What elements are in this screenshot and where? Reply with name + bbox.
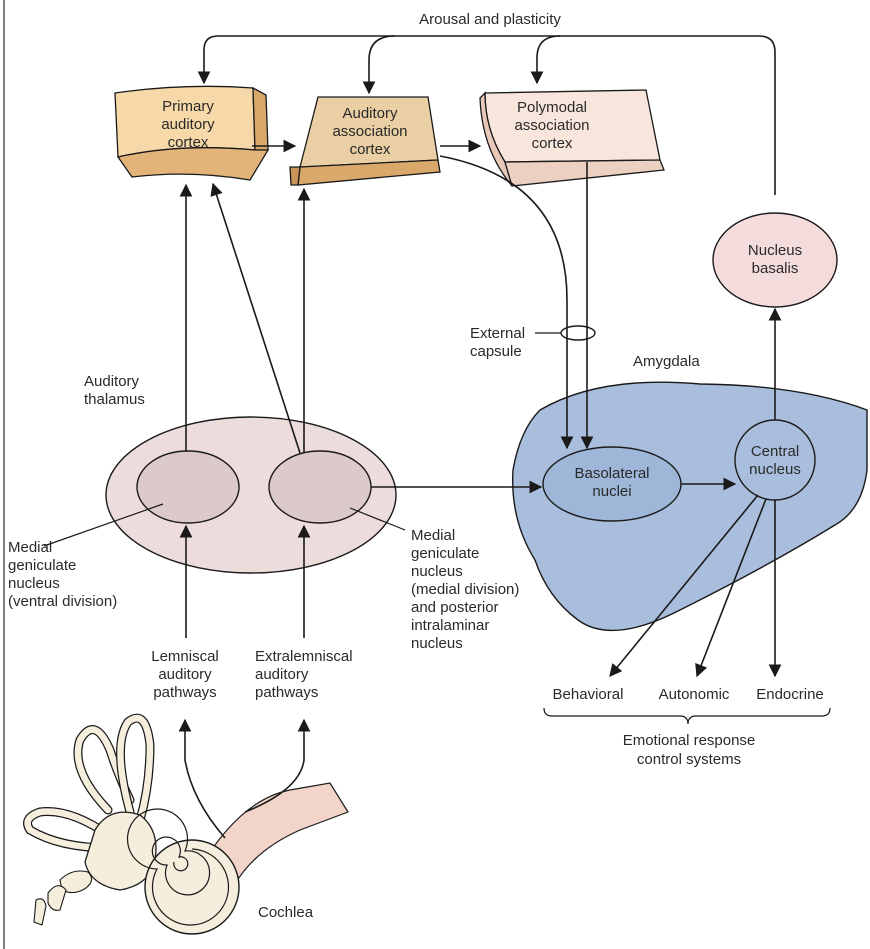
emotional-response-label: Emotional response [623,732,756,749]
auditory-association-cortex: Auditory association cortex [289,96,441,186]
mgn-medial-label-3: nucleus [411,563,463,580]
mgn-ventral-label-4: (ventral division) [8,593,117,610]
external-capsule-marker [560,325,596,341]
svg-text:cortex: cortex [350,141,391,158]
lemniscal-label: Lemniscal [151,648,219,665]
extralemniscal-label-2: auditory [255,666,309,683]
cochlea-to-extralemniscal-arrow [244,718,311,813]
external-capsule-label: External [470,325,525,342]
nucleus-basalis [712,212,838,308]
central-nucleus-label: Central [751,443,799,460]
arousal-label: Arousal and plasticity [419,11,561,28]
auditory-thalamus-label-2: thalamus [84,391,145,408]
central-nucleus [734,419,816,501]
lemniscal-label-3: pathways [153,684,216,701]
mgn-ventral-label-3: nucleus [8,575,60,592]
amygdala-label: Amygdala [633,353,700,370]
mgn-medial-label-5: and posterior [411,599,499,616]
cochlea-to-lemniscal-arrow [178,718,226,839]
nucleus-basalis-label-2: basalis [752,260,799,277]
svg-text:association: association [514,117,589,134]
mgn-ventral-division [136,450,240,524]
medial-to-primary-arrow [210,182,301,454]
emotional-response-brace [543,707,831,725]
assoc-cortex-to-basolateral-arrow [439,155,574,450]
emotional-response-label-2: control systems [637,751,741,768]
central-to-behavioral-arrow [609,494,759,677]
svg-text:auditory: auditory [161,116,215,133]
endocrine-label: Endocrine [756,686,824,703]
extralemniscal-label: Extralemniscal [255,648,353,665]
mgn-ventral-label-2: geniculate [8,557,76,574]
svg-text:cortex: cortex [168,134,209,151]
svg-text:Polymodal: Polymodal [517,99,587,116]
mgn-medial-label-7: nucleus [411,635,463,652]
auditory-thalamus-label: Auditory [84,373,140,390]
basolateral-label-2: nuclei [592,483,631,500]
svg-text:Auditory: Auditory [342,105,398,122]
arousal-feedback-line [197,35,776,195]
arousal-to-polymodal-arrow [530,35,561,85]
polymodal-association-cortex: Polymodal association cortex [479,89,665,187]
svg-text:association: association [332,123,407,140]
mgn-medial-label: Medial [411,527,455,544]
mgn-medial-label-4: (medial division) [411,581,519,598]
nucleus-basalis-label: Nucleus [748,242,802,259]
cochlea-label: Cochlea [258,904,314,921]
mgn-medial-label-6: intralaminar [411,617,489,634]
primary-auditory-cortex: Primary auditory cortex [114,85,270,181]
central-to-autonomic-arrow [695,498,767,678]
svg-text:cortex: cortex [532,135,573,152]
central-nucleus-label-2: nucleus [749,461,801,478]
mgn-medial-division [268,450,372,524]
autonomic-label: Autonomic [659,686,730,703]
arousal-to-assoc-arrow [362,35,396,95]
extralemniscal-label-3: pathways [255,684,318,701]
mgn-ventral-leader [43,503,164,547]
behavioral-label: Behavioral [553,686,624,703]
mgn-medial-label-2: geniculate [411,545,479,562]
mgn-ventral-label: Medial [8,539,52,556]
cochlea-illustration [23,713,349,935]
external-capsule-label-2: capsule [470,343,522,360]
svg-text:Primary: Primary [162,98,214,115]
basolateral-label: Basolateral [574,465,649,482]
mgn-medial-leader [349,507,406,531]
lemniscal-label-2: auditory [158,666,212,683]
